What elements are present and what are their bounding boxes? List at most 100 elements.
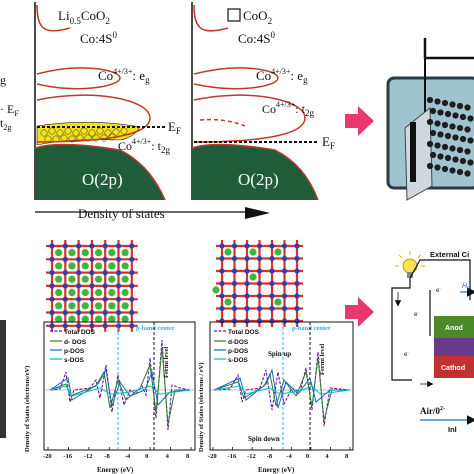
co-atom <box>281 280 288 287</box>
co-atom <box>102 296 108 302</box>
electrolyte-layer <box>434 338 474 356</box>
legend-left-p: p-DOS <box>64 348 85 355</box>
co-atom <box>115 283 122 289</box>
particle <box>437 109 444 116</box>
li-atom <box>55 275 63 283</box>
co-atom <box>129 296 135 302</box>
li-atom <box>55 249 63 257</box>
co-atom <box>231 255 238 262</box>
co-atom <box>102 283 108 289</box>
legend-left-total: Total DOS <box>64 329 96 336</box>
co-atom <box>89 323 95 329</box>
co4s-curve-2 <box>193 4 229 32</box>
particle <box>429 129 437 137</box>
particle <box>452 134 459 141</box>
crystal-lattice-left <box>46 240 138 332</box>
o2p-band-2 <box>192 144 318 200</box>
dos-axis-arrowhead <box>245 207 270 219</box>
top-left-dos-panel: Li0.5CoO2 Co:4S0 Co4+/3+: eg EF Co4+/3+:… <box>0 2 181 201</box>
particle <box>464 170 471 177</box>
co-atom <box>115 323 122 329</box>
co-atom <box>256 268 263 274</box>
co-atom <box>49 296 55 302</box>
co-atom <box>115 309 122 316</box>
co-atom <box>244 305 250 312</box>
li-atom <box>108 315 116 323</box>
co-atom <box>281 268 288 274</box>
particle <box>452 112 459 119</box>
co-atom <box>244 293 250 299</box>
particle <box>429 151 437 159</box>
co4s-curve <box>36 4 71 32</box>
particle <box>456 124 464 132</box>
li-atom <box>224 298 232 306</box>
particle <box>464 148 471 155</box>
pink-arrow-bottom <box>345 297 374 327</box>
co-atom <box>49 283 55 289</box>
tick-label: -16 <box>228 453 237 460</box>
particle <box>444 154 452 162</box>
co-atom <box>89 256 95 262</box>
particle <box>444 110 452 118</box>
co-atom <box>256 243 263 249</box>
cathode-label: Cathod <box>441 365 465 372</box>
co-atom <box>294 318 300 324</box>
co-atom <box>219 255 225 262</box>
tick-label: -4 <box>286 453 292 460</box>
li-atom <box>94 249 103 257</box>
particle <box>467 137 474 144</box>
co-atom <box>89 283 95 289</box>
co-atom <box>89 243 95 249</box>
d-dos-curve-left <box>49 347 190 425</box>
particle <box>456 146 464 154</box>
co-atom <box>219 280 225 287</box>
electron-label-1: e- <box>414 309 419 318</box>
co-atom <box>76 296 82 302</box>
ylabel-right: Density of States (electrons / eV) <box>198 362 205 452</box>
particle <box>459 135 467 143</box>
legend-left: Total DOS d- DOS p-DOS s-DOS <box>50 329 96 364</box>
li-atom <box>121 249 129 257</box>
tick-label: 8 <box>186 453 190 460</box>
d-dos-curve-right <box>213 357 350 421</box>
co-atom <box>244 280 250 287</box>
fermi-label-2: EF <box>322 134 335 151</box>
fuel-cell-diagram: External Ci H2 Anod Cathod e- e- e- Air/… <box>391 250 474 434</box>
co-atom <box>269 305 275 312</box>
legend-right-d: d-DOS <box>228 339 249 346</box>
particle <box>449 167 456 174</box>
co-atom <box>256 255 263 262</box>
li-atom <box>81 288 89 297</box>
co-atom <box>269 293 275 299</box>
li-atom <box>224 248 232 256</box>
anode-layer <box>434 316 474 338</box>
co-atom <box>129 309 135 316</box>
anode-label: Anod <box>445 325 463 332</box>
li-atom <box>121 302 129 310</box>
co-atom <box>294 305 300 312</box>
tick-label: -20 <box>208 453 217 460</box>
legend-right-total: Total DOS <box>228 329 260 336</box>
co-atom <box>62 256 68 262</box>
particle <box>437 153 444 160</box>
co-atom <box>231 243 238 249</box>
co-atom <box>269 318 275 324</box>
li-atom <box>94 315 103 323</box>
particle <box>452 156 459 163</box>
electrode-device-image <box>386 38 474 201</box>
co-atom <box>256 318 263 324</box>
tick-label: -20 <box>43 453 52 460</box>
legend-left-s: s-DOS <box>64 357 85 364</box>
fermi-level-label-right: Fermi level <box>319 344 326 375</box>
li-atom <box>108 249 116 257</box>
co-atom <box>281 255 288 262</box>
li-atom <box>81 315 89 323</box>
spin-up-label: Spin up <box>268 350 291 358</box>
p-band-center-label-left: p-band center <box>136 325 175 332</box>
li-atom <box>68 249 76 257</box>
particle <box>434 164 441 171</box>
t2g-depleted-curve <box>199 118 246 127</box>
fermi-label: EF <box>168 119 181 136</box>
particle <box>441 143 449 151</box>
